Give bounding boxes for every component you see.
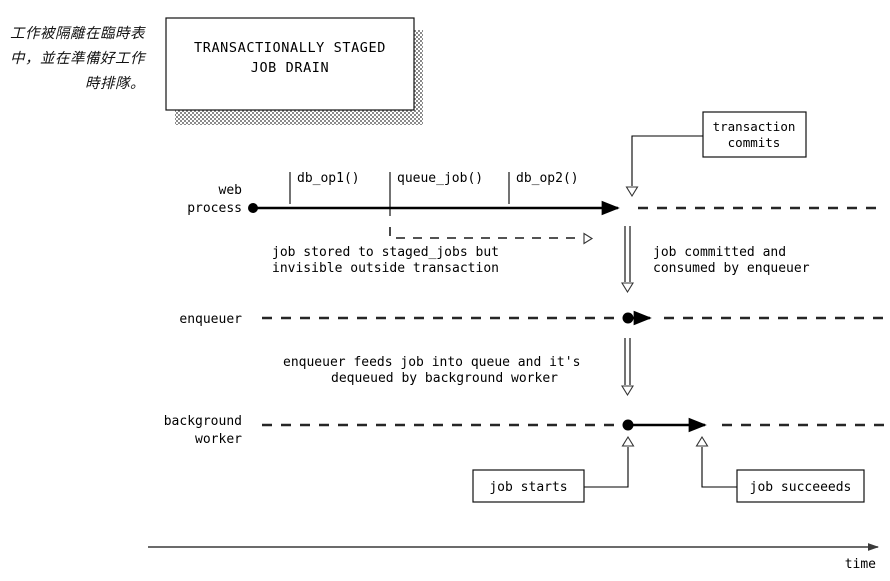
handoff-enqueuer-worker-marker	[621, 385, 634, 397]
lane-label-enqueuer: enqueuer	[179, 312, 242, 327]
lane-label-web-process-line1: web	[219, 183, 243, 198]
job-succeeds-marker	[695, 435, 709, 447]
lane-web-process: web process db_op1() queue_job() db_op2(…	[187, 171, 884, 216]
staged-jobs-connector	[389, 227, 582, 239]
lane-label-web-process-line2: process	[187, 201, 242, 216]
transaction-commits-marker	[625, 186, 639, 198]
callout-transaction-commits[interactable]: transaction commits	[625, 111, 807, 198]
transaction-commits-connector	[631, 135, 703, 186]
handoff-web-enqueuer-marker	[621, 282, 634, 294]
handoff-enqueuer-to-worker: enqueuer feeds job into queue and it's d…	[283, 338, 634, 397]
callout-job-succeeds[interactable]: job succeeeds	[695, 435, 865, 503]
caption-chinese: 工作被隔離在臨時表中，並在準備好工作時排隊。	[10, 26, 145, 92]
job-succeeds-label: job succeeeds	[750, 480, 852, 495]
title-line-2: JOB DRAIN	[251, 60, 330, 76]
enqueuer-note-line1: enqueuer feeds job into queue and it's	[283, 355, 580, 370]
staged-jobs-note-line1: job stored to staged_jobs but	[272, 245, 499, 260]
handoff-web-to-enqueuer: job committed and consumed by enqueuer	[621, 226, 810, 294]
enqueuer-note-line2: dequeued by background worker	[331, 371, 558, 386]
job-starts-label: job starts	[489, 480, 567, 495]
title-box-group: TRANSACTIONALLY STAGED JOB DRAIN	[165, 17, 423, 125]
transaction-commits-line1: transaction	[713, 119, 796, 134]
title-line-1: TRANSACTIONALLY STAGED	[194, 40, 386, 56]
time-axis-label: time	[845, 557, 876, 572]
committed-note-line1: job committed and	[653, 245, 786, 260]
time-axis: time	[148, 543, 880, 572]
job-starts-marker	[621, 435, 635, 447]
staged-jobs-note-line2: invisible outside transaction	[272, 261, 499, 276]
callout-job-starts[interactable]: job starts	[472, 435, 635, 503]
job-succeeds-box[interactable]	[736, 469, 865, 503]
lane-background-worker: background worker	[164, 414, 884, 447]
lane-label-background-worker-line2: worker	[195, 432, 242, 447]
job-starts-connector	[584, 447, 629, 488]
job-succeeds-connector	[701, 447, 737, 488]
event-label-db_op2: db_op2()	[516, 171, 579, 186]
annotation-staged-jobs: job stored to staged_jobs but invisible …	[272, 227, 594, 276]
title-box	[165, 17, 415, 111]
transaction-commits-box[interactable]	[702, 111, 807, 158]
lane-enqueuer: enqueuer	[179, 310, 884, 327]
job-starts-box[interactable]	[472, 469, 585, 503]
staged-jobs-marker	[583, 232, 594, 245]
event-label-queue_job: queue_job()	[397, 171, 483, 186]
lane-label-background-worker-line1: background	[164, 414, 242, 429]
transaction-commits-line2: commits	[728, 135, 781, 150]
committed-note-line2: consumed by enqueuer	[653, 261, 810, 276]
event-label-db_op1: db_op1()	[297, 171, 360, 186]
